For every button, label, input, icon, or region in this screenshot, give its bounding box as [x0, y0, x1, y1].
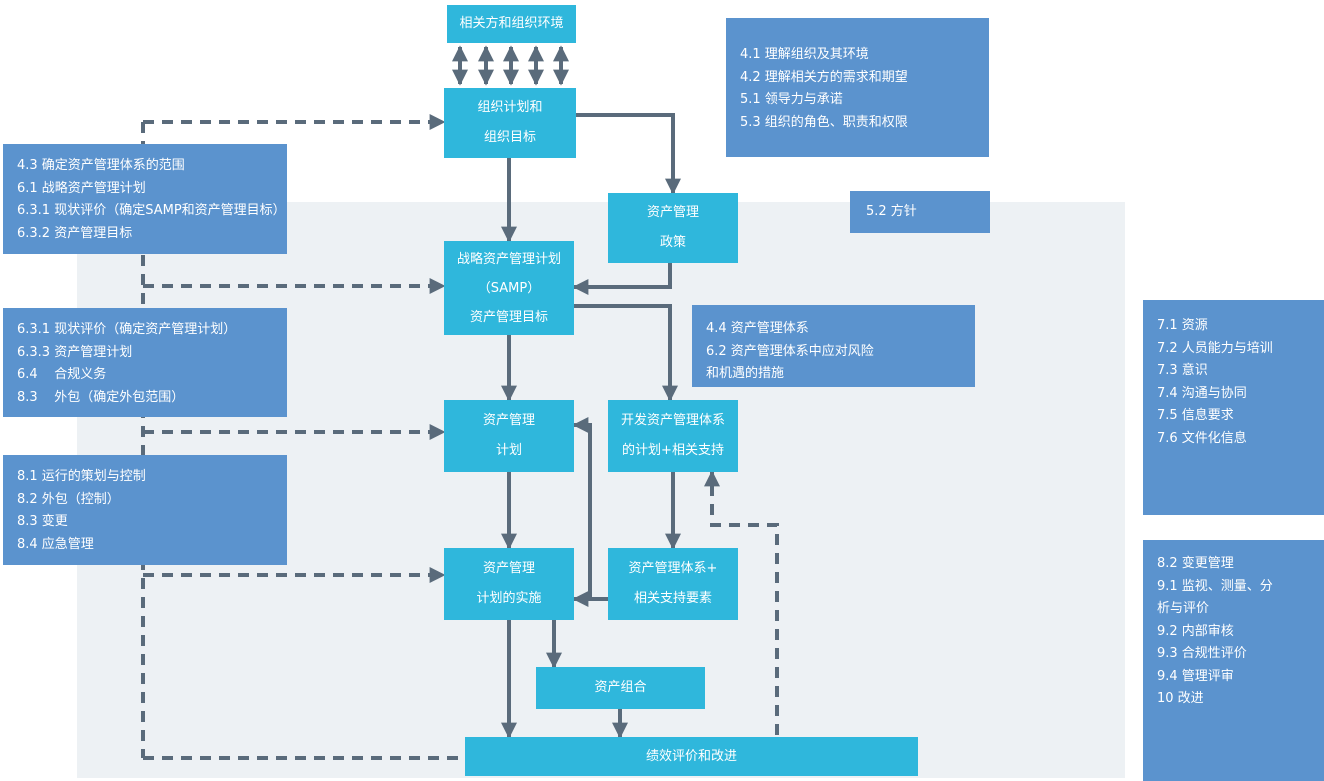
- note-ams-risk-opportunity: 4.4 资产管理体系 6.2 资产管理体系中应对风险 和机遇的措施: [692, 305, 975, 387]
- node-asset-portfolio: 资产组合: [536, 667, 705, 709]
- node-organizational-plans-objectives: 组织计划和 组织目标: [444, 88, 576, 158]
- note-planning-compliance: 6.3.1 现状评价（确定资产管理计划） 6.3.3 资产管理计划 6.4 合规…: [3, 308, 287, 417]
- connector-samp-to-develop: [574, 304, 678, 402]
- connector-system-to-plan: [572, 417, 592, 599]
- node-ams-support-elements: 资产管理体系+ 相关支持要素: [608, 548, 738, 620]
- node-samp-objectives: 战略资产管理计划 （SAMP） 资产管理目标: [444, 241, 574, 335]
- node-stakeholders-environment: 相关方和组织环境: [447, 5, 576, 43]
- node-develop-ams-plan-support: 开发资产管理体系 的计划+相关支持: [608, 400, 738, 472]
- connector-policy-to-samp: [572, 263, 672, 295]
- feedback-performance-to-develop: [704, 470, 779, 735]
- double-arrows-env-org: [452, 45, 569, 86]
- node-asset-management-policy: 资产管理 政策: [608, 193, 738, 263]
- note-support-resources: 7.1 资源 7.2 人员能力与培训 7.3 意识 7.4 沟通与协同 7.5 …: [1143, 300, 1324, 515]
- note-operation-control: 8.1 运行的策划与控制 8.2 外包（控制） 8.3 变更 8.4 应急管理: [3, 455, 287, 565]
- node-performance-evaluation-improvement: 绩效评价和改进: [465, 737, 918, 776]
- connector-org-to-policy: [576, 113, 681, 195]
- note-context-leadership: 4.1 理解组织及其环境 4.2 理解相关方的需求和期望 5.1 领导力与承诺 …: [726, 18, 989, 157]
- note-policy-clause: 5.2 方针: [850, 191, 990, 233]
- node-asset-management-plan: 资产管理 计划: [444, 400, 574, 472]
- note-scope-samp: 4.3 确定资产管理体系的范围 6.1 战略资产管理计划 6.3.1 现状评价（…: [3, 144, 287, 254]
- node-plan-implementation: 资产管理 计划的实施: [444, 548, 574, 620]
- note-evaluation-improvement: 8.2 变更管理 9.1 监视、测量、分 析与评价 9.2 内部审核 9.3 合…: [1143, 540, 1324, 781]
